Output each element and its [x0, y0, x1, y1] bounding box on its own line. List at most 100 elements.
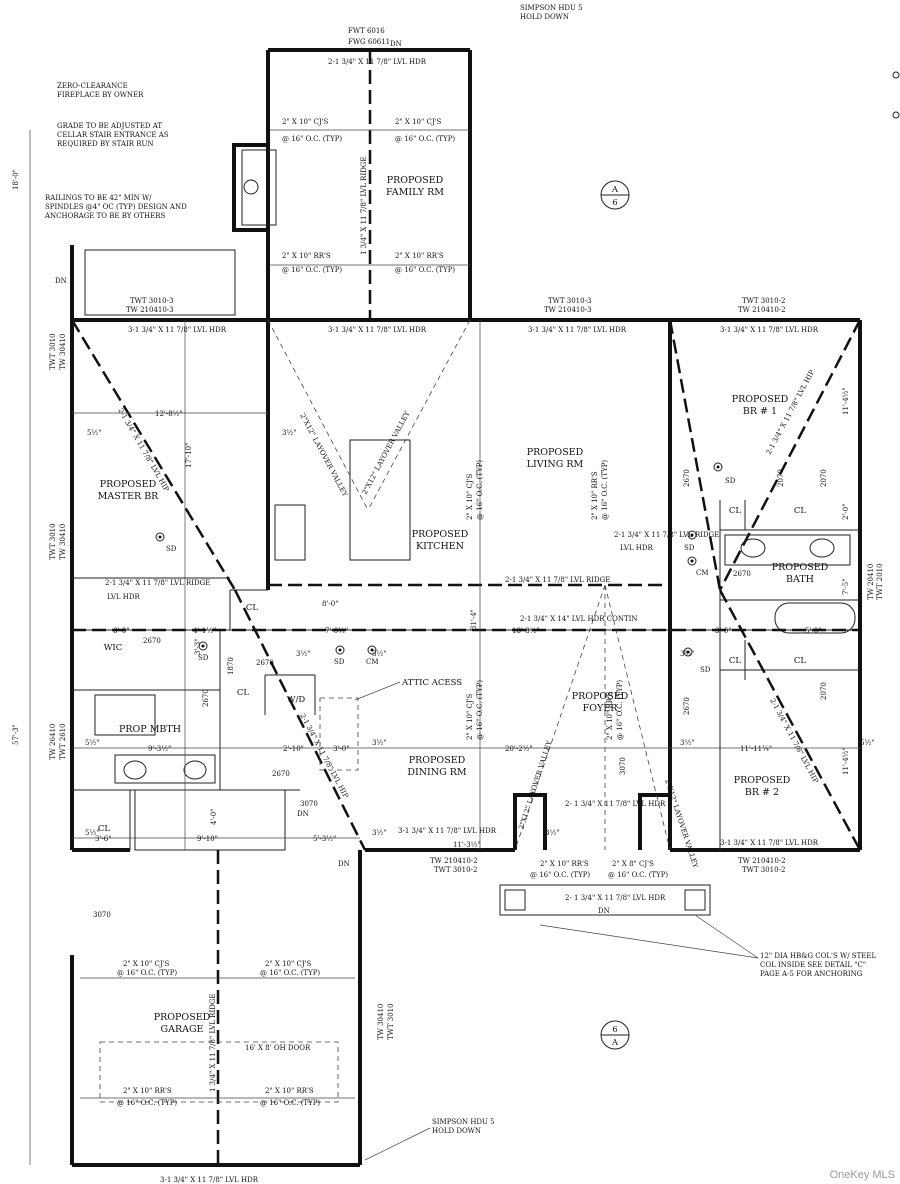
attic-access-outline [319, 697, 359, 771]
window-label: TWT 3010-2 [434, 866, 477, 874]
door-label: 2070 [777, 469, 785, 487]
layover-label: 2"X12" LAYOVER VALLEY [361, 410, 412, 496]
dimension: 11'-11¼" [740, 745, 772, 753]
room-foyer-label: PROPOSED [572, 691, 629, 702]
window-label: TW 210410-2 [738, 857, 786, 865]
room-master-label: PROPOSED [100, 479, 157, 490]
joist-spacing: @ 16" O.C. (TYP) [260, 969, 320, 977]
joist-label: 2" X 10" CJ'S [282, 118, 329, 126]
header-porch: 2- 1 3/4" X 11 7/8" LVL HDR [565, 894, 666, 902]
joist-label: 2" X 10" CJ'S [466, 473, 474, 520]
header-main-left: 3-1 3/4" X 11 7/8" LVL HDR [128, 326, 227, 334]
note-grade: GRADE TO BE ADJUSTED AT [57, 122, 162, 130]
dimension: 3½" [282, 429, 296, 437]
note-railings: SPINDLES @4" OC (TYP) DESIGN AND [45, 203, 187, 211]
dimension: 3½" [372, 650, 386, 658]
window-label: TW 30410 [59, 334, 67, 370]
dimension: 11'-4½" [842, 747, 850, 775]
door-label: 2670 [683, 697, 691, 715]
header-main-left: 3-1 3/4" X 11 7/8" LVL HDR [328, 326, 427, 334]
joist-label: 2" X 10" RR'S [540, 860, 589, 868]
note-columns: PAGE A-5 FOR ANCHORING [760, 970, 863, 978]
dimension: 9'-10" [197, 835, 218, 843]
room-dining-label: PROPOSED [409, 755, 466, 766]
room-living-label: PROPOSED [527, 447, 584, 458]
hip-label: 2-1 3/4" X 11 7/8" LVL HIP [298, 712, 350, 800]
rafter-spacing: @ 16" O.C. (TYP) [117, 1099, 177, 1107]
door-label: 2670 [143, 637, 161, 645]
laundry-label: W/D [287, 695, 306, 705]
porch-dn-label: DN [598, 907, 610, 915]
dimension: 2'-10" [283, 745, 304, 753]
note-railings: ANCHORAGE TO BE BY OTHERS [44, 212, 166, 220]
window-label: TWT 3010-3 [130, 297, 173, 305]
window-label: TW 20410 [867, 564, 875, 600]
joist-label: 2" X 10" CJ'S [395, 118, 442, 126]
door-label: 1870 [227, 657, 235, 675]
window-label: TWT 3010-2 [742, 866, 785, 874]
rafter-label: 2" X 10" RR'S [123, 1087, 172, 1095]
header-porch: 2- 1 3/4" X 11 7/8" LVL HDR [565, 800, 666, 808]
window-label: TW 210410-2 [738, 306, 786, 314]
closet-label: CL [794, 656, 807, 666]
ridge-label: 2-1 3/4" X 11 7/8" LVL RIDGE [505, 576, 610, 584]
rafter-spacing: @ 16" O.C. (TYP) [395, 266, 455, 274]
joist-label: 2" X 10" CJ'S [123, 960, 170, 968]
watermark: OneKey MLS [830, 1169, 895, 1181]
closet-label: CL [237, 688, 250, 698]
sd-label: SD [725, 477, 736, 485]
window-label: TW 210410-2 [430, 857, 478, 865]
header-bottom-left: 3-1 3/4" X 11 7/8" LVL HDR [398, 827, 497, 835]
header-bottom-right: 3-1 3/4" X 11 7/8" LVL HDR [720, 839, 819, 847]
sd-label: SD [700, 666, 711, 674]
room-br1-label: PROPOSED [732, 394, 789, 405]
roof-lines [70, 50, 862, 1165]
dimension: 3½" [680, 739, 694, 747]
note-simpson-top: SIMPSON HDU 5 [520, 4, 583, 12]
dimension: 31'-4" [470, 609, 478, 630]
dimension-lines [29, 129, 860, 1165]
hip-label: 2-1 3/4" X 11 7/8" LVL HIP [768, 697, 820, 785]
note-simpson-bottom: HOLD DOWN [432, 1127, 481, 1135]
window-label: TWT 3010 [387, 1003, 395, 1040]
window-label: TWT 3010-3 [548, 297, 591, 305]
window-fwt: FWT 6016 [348, 27, 385, 35]
room-master-label: MASTER BR [98, 491, 160, 502]
note-fireplace: FIREPLACE BY OWNER [57, 91, 144, 99]
dimension: 5'-3½" [313, 835, 336, 843]
dimension: 20'-2½" [505, 745, 533, 753]
door-label: 2670 [272, 770, 290, 778]
note-attic: ATTIC ACESS [401, 678, 462, 688]
door-label: 2670 [683, 469, 691, 487]
header-family-top: 2-1 3/4" X 11 7/8" LVL HDR [328, 58, 427, 66]
note-columns: 12" DIA HB&G COL'S W/ STEEL [760, 952, 876, 960]
section-marker-bottom: 6 A [600, 1020, 630, 1050]
header-label: LVL HDR [107, 593, 140, 601]
dimension: 3½" [680, 650, 694, 658]
dimension: 5½" [85, 739, 99, 747]
room-family-label: PROPOSED [387, 175, 444, 186]
room-garage-label: GARAGE [161, 1024, 204, 1035]
dimension: 7'-0½" [325, 627, 348, 635]
joist-spacing: @ 16" O.C. (TYP) [476, 680, 484, 740]
window-label: TW 30410 [59, 524, 67, 560]
room-br2-label: PROPOSED [734, 775, 791, 786]
window-label: TWT 3010 [49, 523, 57, 560]
joist-spacing: @ 16" O.C. (TYP) [117, 969, 177, 977]
dimension: 11'-3½" [453, 841, 481, 849]
header-contin: 2-1 3/4" X 14" LVL HDR CONTIN [520, 615, 638, 623]
dimension: 17'-10" [185, 443, 193, 468]
dimension: 8'-0" [322, 600, 338, 608]
window-label: TWT 3010 [49, 333, 57, 370]
joist-spacing: @ 16" O.C. (TYP) [476, 460, 484, 520]
dimension: 2'-0" [842, 504, 850, 520]
room-foyer-label: FOYER [583, 703, 619, 714]
ridge-vertical-label: 1 3/4" X 11 7/8" LVL RIDGE [209, 993, 217, 1092]
layover-label: 2"X12" LAYOVER VALLEY [517, 739, 553, 830]
rafter-label: 2" X 10" RR'S [606, 691, 614, 740]
dimension: 12'-8½" [155, 410, 183, 418]
closet-label: CL [246, 603, 259, 613]
dimension: 3'-0" [715, 627, 731, 635]
co-monitor-icon [687, 556, 697, 566]
